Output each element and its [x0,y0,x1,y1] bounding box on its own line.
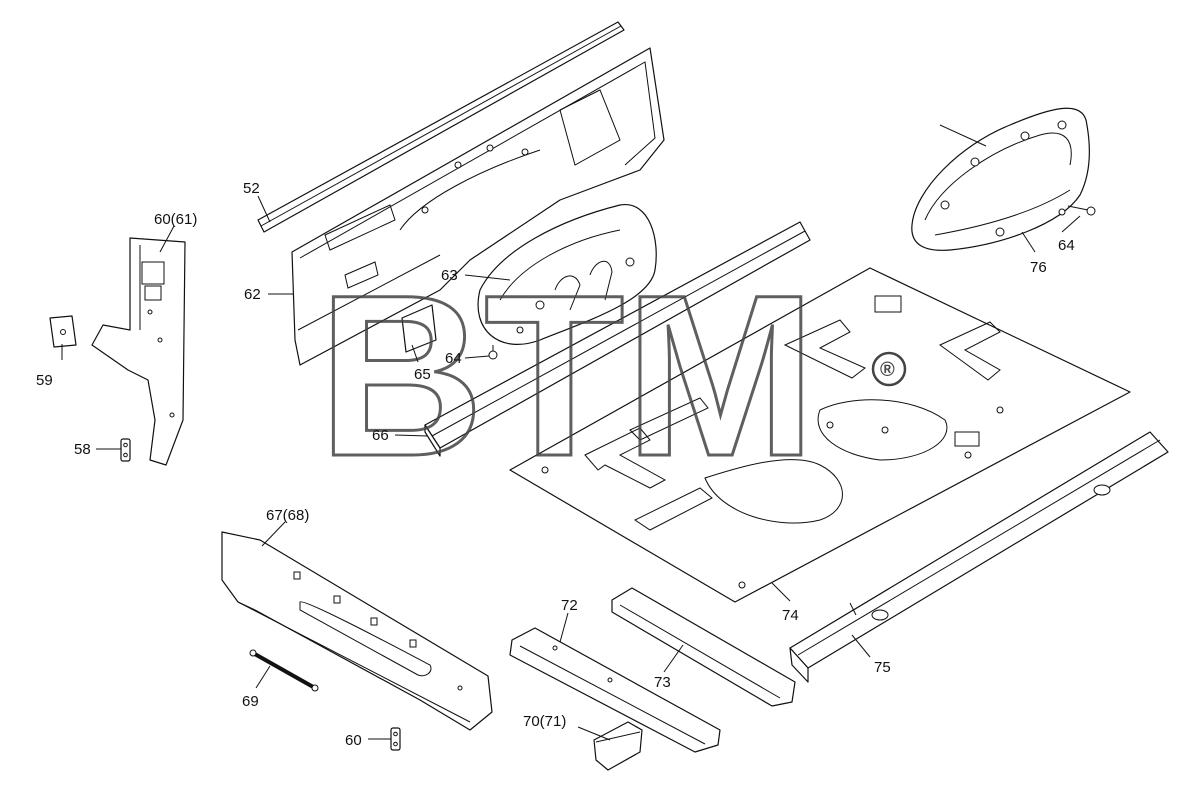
watermark-text: BTM [318,247,816,504]
part-65-plate [401,304,437,353]
part-67-68-side-panel [221,531,493,731]
part-70-71-bracket [593,721,643,771]
label-66: 66 [372,427,389,444]
registered-mark-circle [871,351,907,387]
label-70-71: 70(71) [523,713,566,730]
callouts: 52 60(61) 59 58 62 63 64 65 66 64 76 67(… [36,124,1081,749]
label-59: 59 [36,372,53,389]
part-69-rod [249,649,319,692]
part-73-cross-member [611,587,796,707]
label-75: 75 [874,659,891,676]
label-72: 72 [561,597,578,614]
part-60-clip [390,727,401,751]
part-74-floor-panel [509,267,1131,603]
label-67-68: 67(68) [266,507,309,524]
part-76-cover [911,107,1090,251]
part-52-rail [257,21,625,233]
label-73: 73 [654,674,671,691]
part-66-lower-member [424,221,811,457]
label-64-right: 64 [1058,237,1075,254]
part-59-square-pad [49,315,77,348]
label-64-center: 64 [445,350,462,367]
label-58: 58 [74,441,91,458]
label-52: 52 [243,180,260,197]
label-69: 69 [242,693,259,710]
part-63-inner-panel [477,204,657,345]
part-75-side-sill [789,431,1169,683]
part-72-cross-member [509,627,721,753]
part-58-clip [120,438,131,462]
part-64-bolt-center [488,345,498,360]
label-74: 74 [782,607,799,624]
label-62: 62 [244,286,261,303]
label-65: 65 [414,366,431,383]
label-76: 76 [1030,259,1047,276]
registered-mark-text: ® [880,359,895,381]
part-60-61-pillar [91,237,186,466]
label-60-61: 60(61) [154,211,197,228]
label-60: 60 [345,732,362,749]
label-63: 63 [441,267,458,284]
part-62-back-panel [291,47,665,366]
part-64-bolt-right [1067,205,1096,216]
watermark: BTM ® [317,246,907,506]
